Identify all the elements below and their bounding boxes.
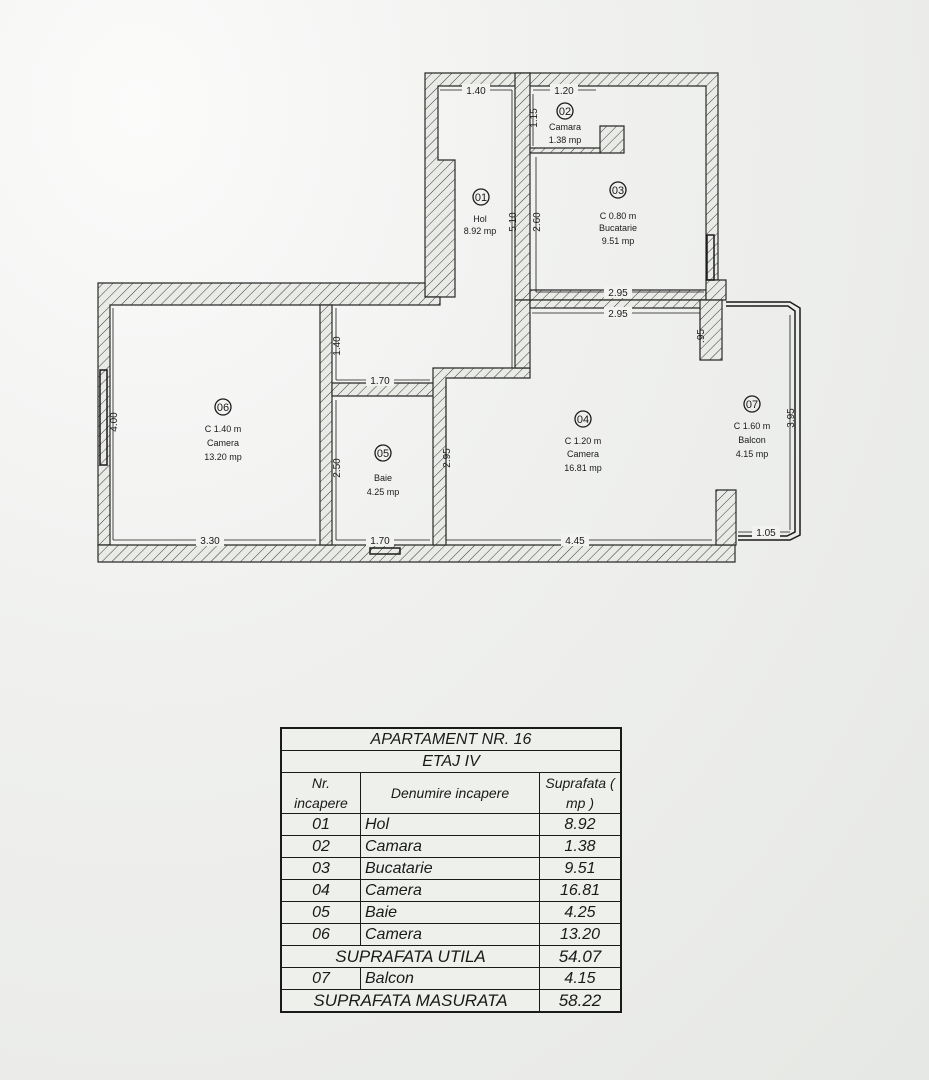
svg-text:Camera: Camera xyxy=(567,449,599,459)
svg-text:1.38 mp: 1.38 mp xyxy=(549,135,582,145)
svg-text:06: 06 xyxy=(217,402,229,414)
svg-text:01: 01 xyxy=(475,192,487,204)
svg-text:Camera: Camera xyxy=(207,438,239,448)
dim-camara-depth: 1.15 xyxy=(529,108,540,128)
dim-hol-length: 5.10 xyxy=(508,212,519,232)
header-name: Denumire incapere xyxy=(360,772,540,814)
dim-bucatarie-width: 2.95 xyxy=(608,288,628,299)
dim-camara-width: 1.20 xyxy=(554,86,574,97)
dim-hol-width: 1.40 xyxy=(466,86,486,97)
dim-step: .95 xyxy=(696,329,707,343)
svg-text:16.81 mp: 16.81 mp xyxy=(564,463,602,473)
svg-text:05: 05 xyxy=(377,448,389,460)
svg-text:C 0.80 m: C 0.80 m xyxy=(600,211,637,221)
svg-text:8.92 mp: 8.92 mp xyxy=(464,226,497,236)
floor-label: ETAJ IV xyxy=(280,750,622,773)
svg-text:Bucatarie: Bucatarie xyxy=(599,223,637,233)
dim-hall-width: 1.70 xyxy=(370,376,390,387)
dim-camera04-depth: 2.95 xyxy=(442,448,453,468)
dimension-lines xyxy=(112,89,791,541)
room-06: 06 C 1.40 m Camera 13.20 mp xyxy=(204,398,242,462)
dim-baie-width: 1.70 xyxy=(370,536,390,547)
room-number-circle xyxy=(472,188,490,206)
dim-hall-depth: 1.40 xyxy=(332,336,343,356)
walls xyxy=(97,72,737,563)
dimension-labels: 1.40 1.20 1.15 5.10 2.60 2.95 2.95 .95 4… xyxy=(109,84,797,547)
svg-text:C 1.40 m: C 1.40 m xyxy=(205,424,242,434)
svg-text:4.15 mp: 4.15 mp xyxy=(736,449,769,459)
area-summary-table: APARTAMENT NR. 16 ETAJ IV Nr. incapere D… xyxy=(280,727,622,1013)
dim-camera04-top: 2.95 xyxy=(608,309,628,320)
room-02: 02 Camara 1.38 mp xyxy=(549,102,582,145)
svg-text:13.20 mp: 13.20 mp xyxy=(204,452,242,462)
dim-camera06-width: 3.30 xyxy=(200,536,220,547)
dim-baie-depth: 2.50 xyxy=(332,458,343,478)
svg-text:4.25 mp: 4.25 mp xyxy=(367,487,400,497)
svg-text:04: 04 xyxy=(577,414,589,426)
header-area: Suprafata ( mp ) xyxy=(539,772,622,814)
room-04: 04 C 1.20 m Camera 16.81 mp xyxy=(564,410,602,473)
svg-text:C 1.60 m: C 1.60 m xyxy=(734,421,771,431)
room-03: 03 C 0.80 m Bucatarie 9.51 mp xyxy=(599,181,637,246)
svg-text:07: 07 xyxy=(746,399,758,411)
room-01: 01 Hol 8.92 mp xyxy=(464,188,497,236)
svg-text:Balcon: Balcon xyxy=(738,435,766,445)
dim-camera06-depth: 4.00 xyxy=(109,412,120,432)
svg-text:Camara: Camara xyxy=(549,122,581,132)
header-nr: Nr. incapere xyxy=(280,772,361,814)
floor-plan: 1.40 1.20 1.15 5.10 2.60 2.95 2.95 .95 4… xyxy=(97,72,801,563)
svg-text:02: 02 xyxy=(559,106,571,118)
dim-balcon-length: 3.95 xyxy=(786,408,797,428)
apartment-title: APARTAMENT NR. 16 xyxy=(280,727,622,751)
svg-text:C 1.20 m: C 1.20 m xyxy=(565,436,602,446)
svg-text:9.51 mp: 9.51 mp xyxy=(602,236,635,246)
dim-balcon-width: 1.05 xyxy=(756,528,776,539)
dim-bucatarie-depth: 2.60 xyxy=(532,212,543,232)
svg-text:03: 03 xyxy=(612,185,624,197)
svg-text:Hol: Hol xyxy=(473,214,487,224)
svg-text:Baie: Baie xyxy=(374,473,392,483)
dim-camera04-width: 4.45 xyxy=(565,536,585,547)
room-05: 05 Baie 4.25 mp xyxy=(367,444,400,497)
room-07: 07 C 1.60 m Balcon 4.15 mp xyxy=(734,395,771,459)
